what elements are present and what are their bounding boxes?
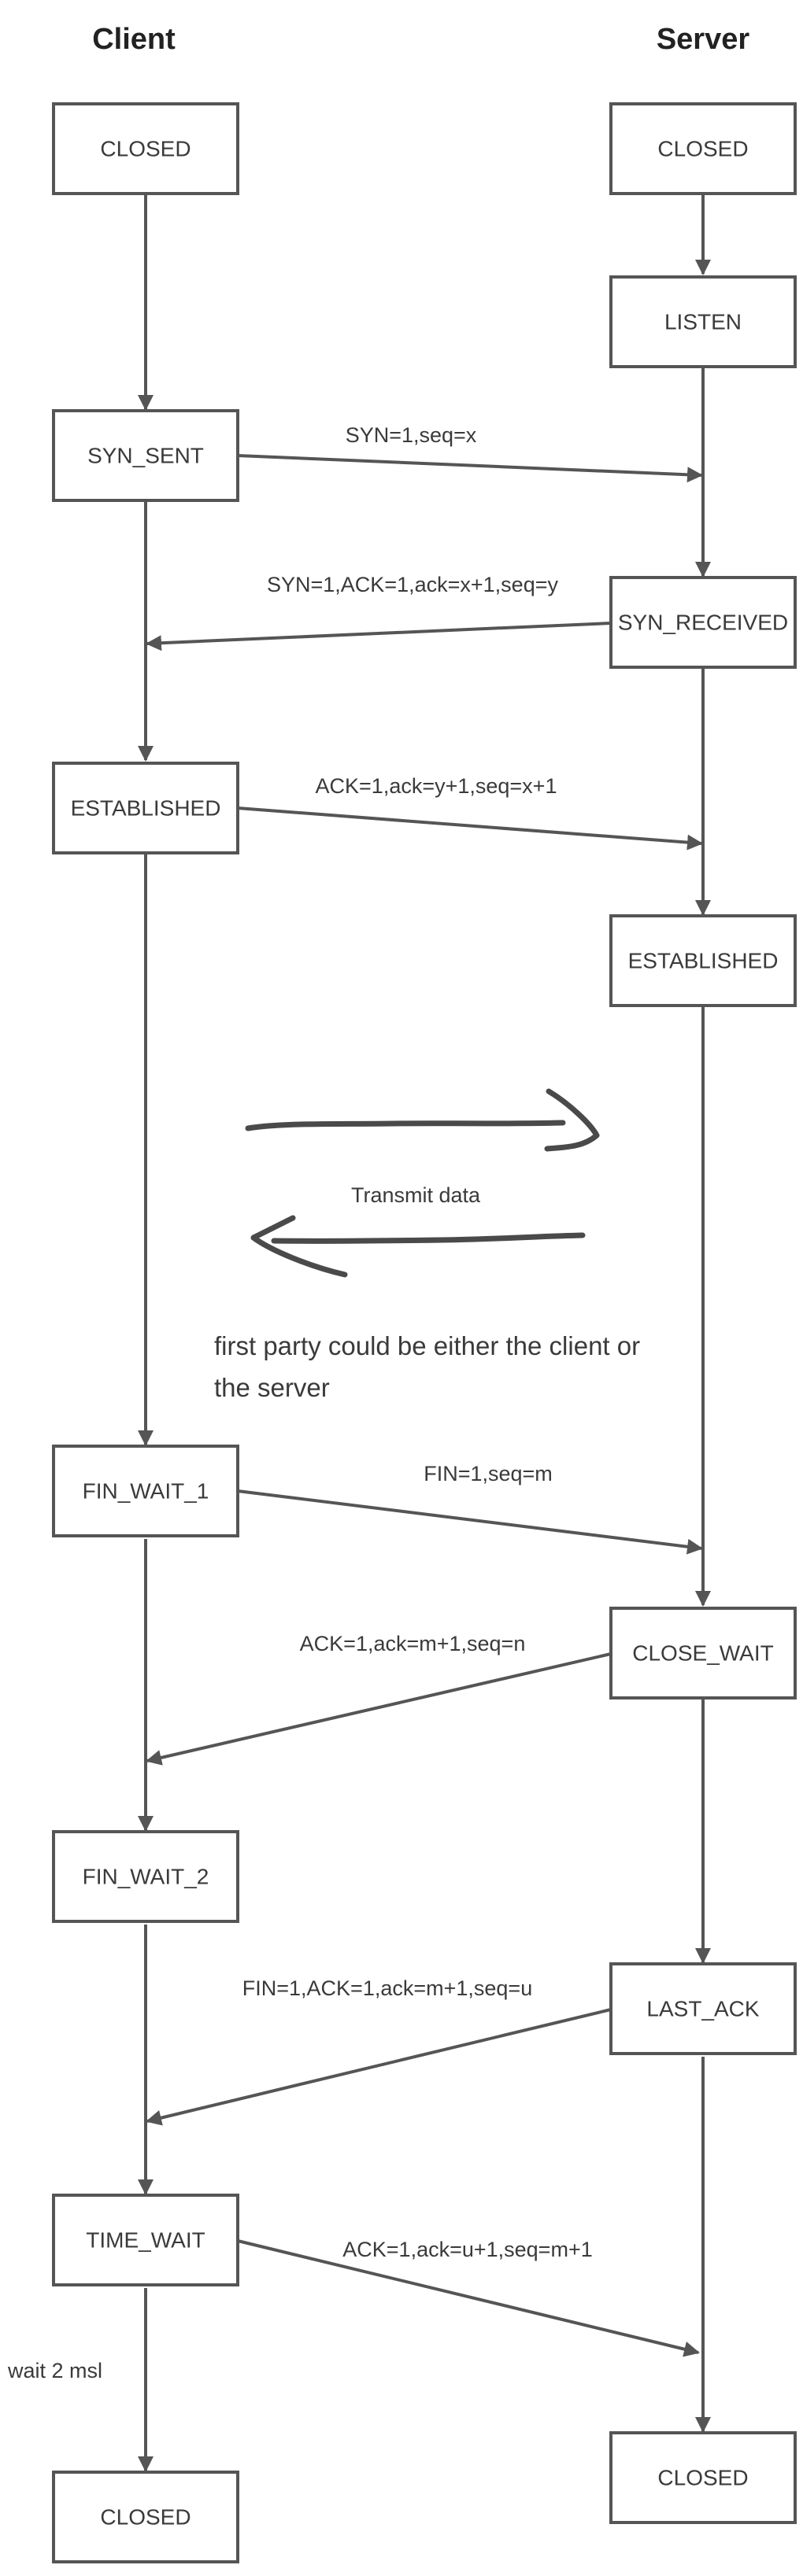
- server-state-closed-final: CLOSED: [609, 2431, 797, 2524]
- syn-arrow: [237, 454, 703, 483]
- fin2-arrow: [146, 2008, 612, 2126]
- fin-arrow: [237, 1489, 703, 1555]
- server-state-close-wait: CLOSE_WAIT: [609, 1607, 797, 1699]
- client-state-established: ESTABLISHED: [52, 762, 239, 854]
- fin2-label: FIN=1,ACK=1,ack=m+1,seq=u: [242, 1976, 532, 2000]
- server-state-established: ESTABLISHED: [609, 914, 797, 1007]
- syn-label: SYN=1,seq=x: [346, 423, 477, 447]
- client-column-title: Client: [92, 23, 176, 56]
- fin-ack-arrow: [146, 1652, 612, 1766]
- transfer-note-line-2: the server: [214, 1373, 330, 1402]
- ack-arrow: [237, 806, 703, 851]
- svg-text:LAST_ACK: LAST_ACK: [646, 1997, 759, 2021]
- svg-text:CLOSED: CLOSED: [657, 137, 748, 161]
- server-state-syn-received: SYN_RECEIVED: [609, 576, 797, 669]
- svg-text:SYN_RECEIVED: SYN_RECEIVED: [618, 611, 788, 635]
- server-state-listen: LISTEN: [609, 275, 797, 368]
- svg-text:CLOSED: CLOSED: [100, 137, 191, 161]
- server-state-closed: CLOSED: [609, 102, 797, 195]
- transfer-note-line-1: first party could be either the client o…: [214, 1331, 640, 1360]
- client-state-closed: CLOSED: [52, 102, 239, 195]
- svg-text:LISTEN: LISTEN: [664, 310, 742, 334]
- client-state-syn-sent: SYN_SENT: [52, 409, 239, 502]
- server-column-title: Server: [657, 23, 750, 56]
- client-state-fin-wait-1: FIN_WAIT_1: [52, 1445, 239, 1537]
- svg-text:TIME_WAIT: TIME_WAIT: [86, 2228, 205, 2253]
- syn-ack-arrow: [146, 622, 612, 651]
- svg-text:SYN_SENT: SYN_SENT: [87, 444, 204, 468]
- svg-text:CLOSE_WAIT: CLOSE_WAIT: [632, 1641, 773, 1666]
- client-state-fin-wait-2: FIN_WAIT_2: [52, 1830, 239, 1923]
- client-state-time-wait: TIME_WAIT: [52, 2194, 239, 2286]
- ack-label: ACK=1,ack=y+1,seq=x+1: [316, 774, 557, 798]
- client-state-closed-final: CLOSED: [52, 2471, 239, 2563]
- svg-text:FIN_WAIT_2: FIN_WAIT_2: [83, 1865, 209, 1889]
- wait-2msl-note: wait 2 msl: [7, 2359, 102, 2382]
- syn-ack-label: SYN=1,ACK=1,ack=x+1,seq=y: [267, 573, 558, 596]
- last-ack-arrow: [237, 2239, 700, 2357]
- transmit-data-label: Transmit data: [351, 1183, 481, 1207]
- svg-text:ESTABLISHED: ESTABLISHED: [628, 949, 779, 973]
- last-ack-label: ACK=1,ack=u+1,seq=m+1: [342, 2238, 592, 2261]
- transmit-left-arrow: [250, 1215, 586, 1278]
- fin-label: FIN=1,seq=m: [424, 1462, 553, 1485]
- svg-text:CLOSED: CLOSED: [100, 2505, 191, 2530]
- transmit-right-arrow: [245, 1088, 600, 1152]
- svg-text:FIN_WAIT_1: FIN_WAIT_1: [83, 1479, 209, 1504]
- svg-text:CLOSED: CLOSED: [657, 2466, 748, 2490]
- fin-ack-label: ACK=1,ack=m+1,seq=n: [300, 1632, 526, 1655]
- svg-text:ESTABLISHED: ESTABLISHED: [71, 796, 221, 821]
- server-state-last-ack: LAST_ACK: [609, 1962, 797, 2055]
